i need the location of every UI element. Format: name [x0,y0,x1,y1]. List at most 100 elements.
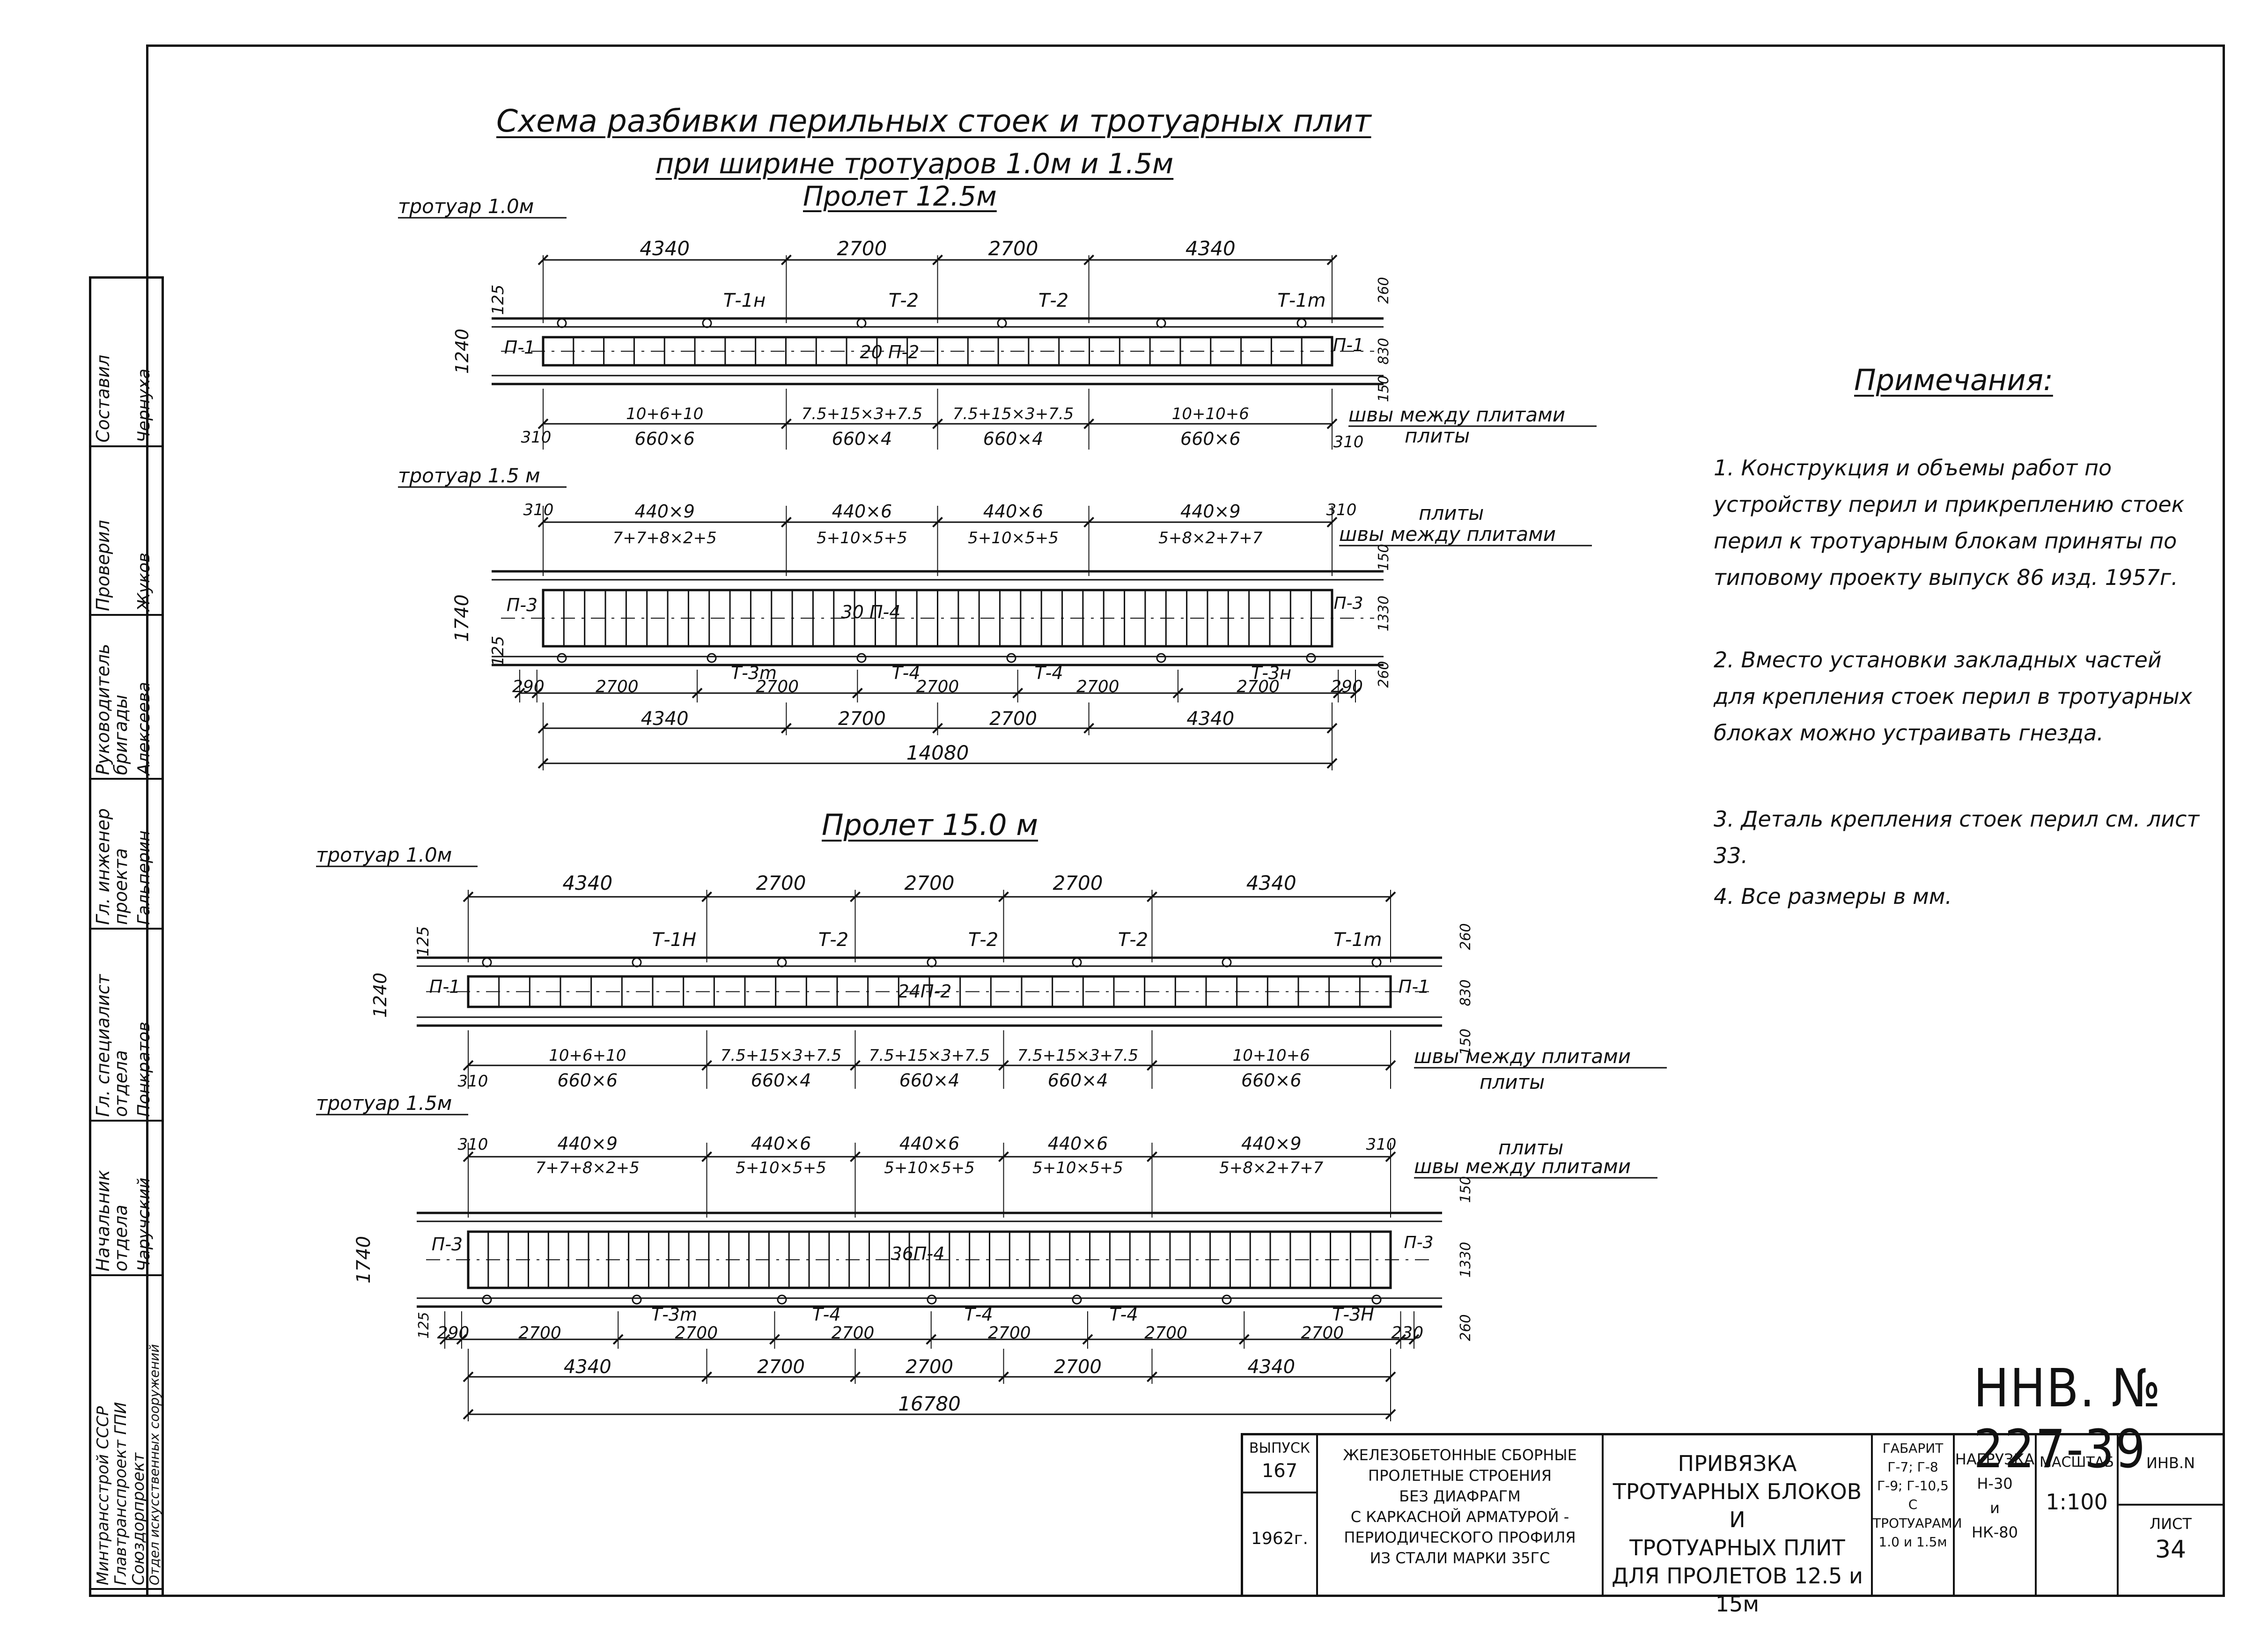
s1-plate-dim: 660×6 [1180,429,1241,449]
s4-post [1072,1294,1082,1305]
series-line: ПРОЛЕТНЫЕ СТРОЕНИЯ [1368,1467,1552,1485]
s4-group-dim: 4340 [1247,1356,1295,1378]
s2-bottom-dim: 2700 [596,677,639,696]
s4-bottom-dim: 2700 [1144,1323,1187,1343]
stamp-role: Начальник отдела [93,1170,131,1271]
s2-right-dim: 1330 [1376,596,1392,631]
s4-bottom-dim: 2700 [988,1323,1031,1343]
dim-tick [463,891,474,902]
s3-plate-dim: 660×4 [751,1070,811,1091]
dim-tick [1408,1334,1420,1345]
s3-top-offset: 125 [414,926,433,957]
s4-block-label: Т-3m [651,1304,697,1325]
s2-label: тротуар 1.5 м [398,464,540,487]
s2-group-dim: 2700 [989,708,1037,730]
dim-tick [701,891,712,902]
s4-block-label: Т-4 [964,1304,993,1325]
s2-bottom-dim: 2700 [1237,677,1280,696]
s2-center-label: 30 П-4 [841,602,901,622]
s1-seam-dim: 7.5+15×3+7.5 [953,405,1074,423]
load-line: НК-80 [1971,1523,2018,1541]
s4-plate-left: П-3 [432,1234,463,1255]
note-3: 3. Деталь крепления стоек перил см. лист… [1714,806,2200,868]
s1-post [997,318,1007,328]
s1-seam-dim: 10+10+6 [1172,405,1249,423]
s1-edge-left: 310 [521,428,552,447]
s3-post [1222,957,1232,968]
inv-label: ИНВ.N [2119,1435,2223,1506]
s1-plate-left: П-1 [504,337,535,358]
gabarit-line: 1.0 и 1.5м [1878,1534,1947,1550]
s4-post [927,1294,937,1305]
s3-block-label: Т-1m [1333,929,1382,951]
dim-tick [1385,1151,1396,1162]
stamp-role: Минтрансстрой СССР Главтранспроект ГПИ С… [94,1402,148,1585]
s4-plates-note: плиты [1498,1136,1563,1159]
s1-height: 1240 [452,329,472,374]
document-number: ННВ. № 227-39 [1973,1358,2162,1480]
s1-top-dim: 4340 [1186,237,1236,260]
s2-group-dim: 4340 [1186,708,1234,730]
s2-group-dim: 2700 [838,708,886,730]
dim-tick [926,1334,937,1345]
s2-bottom-offset: 125 [489,636,508,666]
s3-seam-dim: 7.5+15×3+7.5 [1017,1046,1139,1065]
dim-tick [932,517,943,528]
s2-plate-left: П-3 [507,595,538,615]
s2-post [1156,653,1166,663]
s4-post [1222,1294,1232,1305]
s4-bottom-dim: 2700 [1301,1323,1344,1343]
s3-plate-right: П-1 [1399,976,1429,997]
s2-bottom-dim: 2700 [916,677,959,696]
dim-tick [1326,418,1338,429]
s1-top-dim: 4340 [640,237,690,260]
dim-tick [456,1334,467,1345]
s1-edge-right: 310 [1333,433,1364,451]
s4-right-dim: 150 [1458,1176,1474,1203]
s1-plate-dim: 660×4 [983,429,1044,449]
s3-label: тротуар 1.0м [316,843,452,866]
s4-group-dim: 2700 [1054,1356,1102,1378]
s2-top-plates: 440×6 [832,501,892,522]
stamp-role: Гл. инженер проекта [93,808,131,925]
s3-block-label: Т-1Н [652,929,696,951]
s3-post [632,957,642,968]
dim-tick [932,723,943,734]
vypusk-number: 167 [1261,1460,1298,1482]
dim-tick [1147,891,1157,902]
s2-top-plates: 440×9 [634,501,695,522]
s2-post [1006,653,1016,663]
notes-heading: Примечания: [1854,363,2053,397]
s2-height: 1740 [451,594,473,642]
dim-tick [1012,687,1024,699]
dim-tick [1147,1060,1157,1071]
scale-value: 1:100 [2046,1489,2108,1515]
dim-tick [781,418,792,429]
s3-right-dim: 150 [1458,1028,1474,1055]
gabarit-line: Г-7; Г-8 [1887,1459,1938,1475]
sheet-title-line: ТРОТУАРНЫХ ПЛИТ [1629,1535,1845,1560]
gabarit-label: ГАБАРИТ [1882,1441,1944,1456]
s4-bottom-dim: 290 [437,1323,470,1343]
span-15-title: Пролет 15.0 м [822,808,1038,842]
s2-top-seams: 5+8×2+7+7 [1158,529,1262,547]
s3-seam-dim: 10+6+10 [549,1046,626,1065]
dim-tick [463,1371,474,1382]
s1-block-label: Т-2 [1038,290,1068,311]
s1-post [1156,318,1166,328]
dim-tick [998,1371,1009,1382]
s1-top-dim: 2700 [988,237,1038,260]
dim-tick [701,1371,712,1382]
s2-plates-note: плиты [1419,502,1484,525]
s4-right-dim: 1330 [1458,1242,1474,1278]
s3-edge-left: 310 [458,1072,488,1091]
dim-tick [1082,1334,1093,1345]
s4-group-dim: 4340 [564,1356,611,1378]
dim-tick [1395,1334,1406,1345]
stamp-name: Алексеева [134,682,154,775]
s4-top-seams: 5+10×5+5 [736,1159,826,1177]
